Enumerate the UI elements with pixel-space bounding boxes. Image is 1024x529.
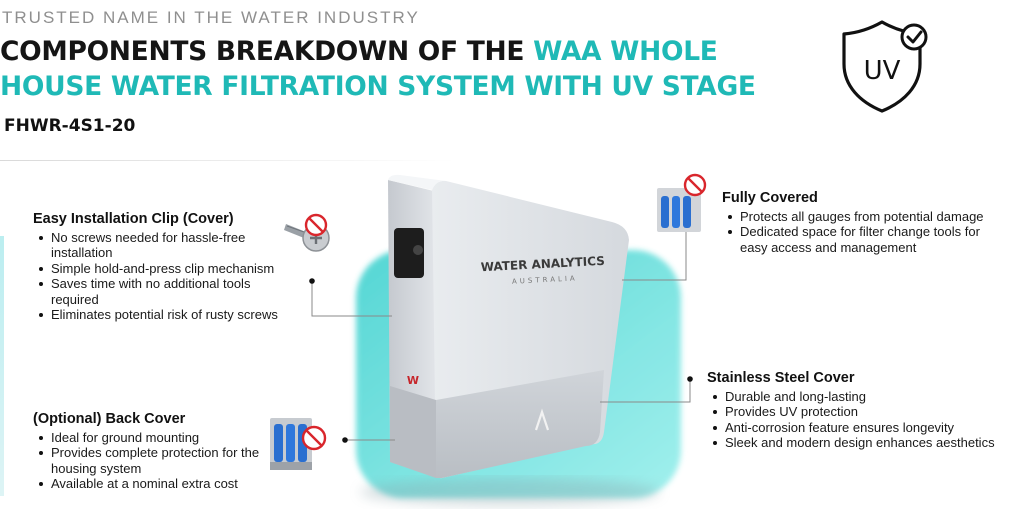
model-number: FHWR-4S1-20: [4, 116, 136, 136]
leader-lines: [311, 213, 691, 441]
product-brand: WATER ANALYTICS: [480, 254, 605, 274]
list-item: Durable and long-lasting: [707, 389, 1007, 405]
list-item: Anti-corrosion feature ensures longevity: [707, 420, 1007, 436]
feature-installation-clip: Easy Installation Clip (Cover) No screws…: [33, 211, 278, 323]
covered-gauges-icon: [657, 173, 707, 232]
feature-list: Protects all gauges from potential damag…: [722, 209, 987, 256]
page-title: COMPONENTS BREAKDOWN OF THE WAA WHOLE HO…: [0, 34, 830, 104]
list-item: No screws needed for hassle-free install…: [33, 230, 278, 261]
list-item: Simple hold-and-press clip mechanism: [33, 261, 278, 277]
feature-fully-covered: Fully Covered Protects all gauges from p…: [722, 190, 987, 256]
uv-badge-text: UV: [864, 56, 901, 86]
feature-title: (Optional) Back Cover: [33, 411, 186, 427]
divider: [0, 160, 455, 161]
filter-unit: WATER ANALYTICS AUSTRALIA W: [388, 174, 629, 479]
feature-title: Fully Covered: [722, 190, 818, 206]
feature-stainless-steel-cover: Stainless Steel Cover Durable and long-l…: [707, 370, 1007, 451]
no-screw-icon: [284, 213, 330, 252]
feature-list: Ideal for ground mounting Provides compl…: [33, 430, 271, 492]
feature-back-cover: (Optional) Back Cover Ideal for ground m…: [33, 411, 271, 492]
title-part-dark: COMPONENTS BREAKDOWN OF THE: [0, 36, 534, 67]
product-shadow: [360, 478, 660, 506]
list-item: Sleek and modern design enhances aesthet…: [707, 435, 1007, 451]
product-logo-mark: W: [407, 374, 419, 387]
title-line-2: HOUSE WATER FILTRATION SYSTEM WITH UV ST…: [0, 71, 756, 102]
product-brand-sub: AUSTRALIA: [512, 274, 578, 285]
list-item: Ideal for ground mounting: [33, 430, 271, 446]
back-cover-icon: [270, 418, 327, 470]
list-item: Dedicated space for filter change tools …: [722, 224, 987, 255]
list-item: Saves time with no additional tools requ…: [33, 276, 278, 307]
feature-list: Durable and long-lasting Provides UV pro…: [707, 389, 1007, 451]
title-part-teal: WAA WHOLE: [533, 36, 718, 67]
feature-list: No screws needed for hassle-free install…: [33, 230, 278, 323]
list-item: Eliminates potential risk of rusty screw…: [33, 307, 278, 323]
list-item: Available at a nominal extra cost: [33, 476, 271, 492]
tagline: TRUSTED NAME IN THE WATER INDUSTRY: [2, 8, 420, 27]
list-item: Provides UV protection: [707, 404, 1007, 420]
uv-shield-icon: UV: [842, 20, 928, 113]
list-item: Provides complete protection for the hou…: [33, 445, 271, 476]
list-item: Protects all gauges from potential damag…: [722, 209, 987, 225]
decorative-stripe: [0, 236, 4, 496]
feature-title: Easy Installation Clip (Cover): [33, 211, 234, 227]
feature-title: Stainless Steel Cover: [707, 370, 855, 386]
